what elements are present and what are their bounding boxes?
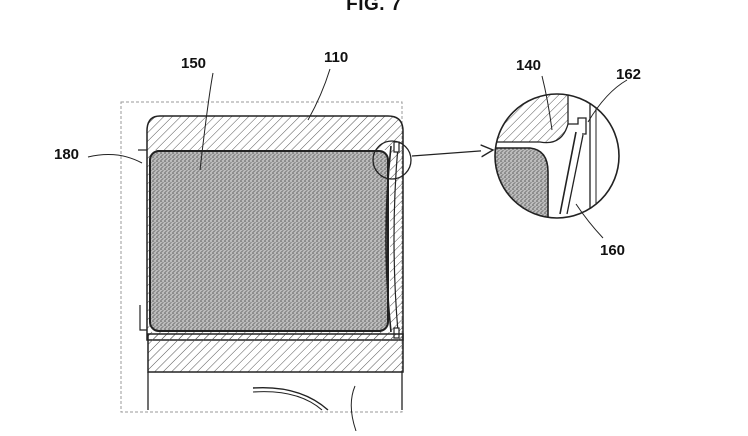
cell-150 bbox=[149, 150, 389, 332]
label-150: 150 bbox=[181, 55, 207, 72]
label-162: 162 bbox=[616, 66, 642, 83]
detail-circle-small bbox=[372, 140, 412, 180]
lower-band bbox=[147, 333, 404, 373]
magnified-detail bbox=[495, 94, 619, 218]
spring-plate-inner bbox=[393, 145, 399, 333]
label-140: 140 bbox=[516, 57, 542, 74]
label-160: 160 bbox=[600, 242, 626, 259]
label-110: 110 bbox=[324, 49, 349, 66]
label-180: 180 bbox=[54, 146, 80, 163]
figure-title: FIG. 7 bbox=[346, 0, 402, 15]
spring-plate bbox=[385, 145, 392, 333]
